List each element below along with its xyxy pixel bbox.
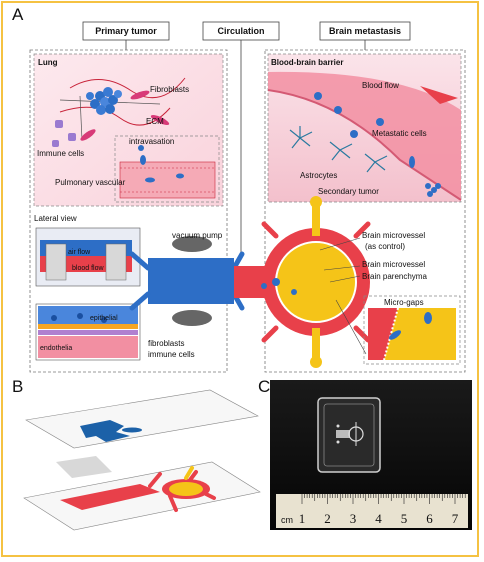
label-as-control: (as control) (365, 242, 405, 251)
ruler-tick-label: 7 (452, 511, 459, 526)
header-primary-tumor: Primary tumor (95, 26, 157, 36)
label-secondary-tumor: Secondary tumor (318, 187, 379, 196)
bbb-inset: Blood-brain barrier Blood flow Metastati… (267, 53, 462, 203)
label-pulmonary-vascular: Pulmonary vascular (55, 178, 126, 187)
lateral-view-cross-section: epithelial endothelia (35, 303, 141, 361)
label-fibroblasts: Fibroblasts (150, 85, 189, 94)
exploded-chip-layers (23, 389, 261, 531)
header-brain-metastasis: Brain metastasis (329, 26, 401, 36)
label-metastatic-cells: Metastatic cells (372, 129, 427, 138)
primary-tumor-box (29, 49, 228, 373)
label-lateral-immune: immune cells (148, 350, 195, 359)
label-brain-parenchyma: Brain parenchyma (362, 272, 427, 281)
ruler-tick-label: 3 (350, 511, 357, 526)
vacuum-chamber-top (172, 236, 212, 252)
ruler-unit: cm (281, 515, 293, 525)
brain-metastasis-box (264, 49, 466, 373)
bbb-title: Blood-brain barrier (271, 58, 343, 67)
lateral-view-3d: air flow blood flow (35, 227, 141, 287)
panel-label-b: B (12, 377, 23, 396)
label-brain-microvessel: Brain microvessel (362, 260, 425, 269)
micro-gaps-inset: Micro-gaps (363, 295, 461, 365)
panel-label-a: A (12, 5, 24, 24)
label-vacuum-pump: vacuum pump (172, 231, 223, 240)
ruler-ticks: 1 2 3 4 5 6 7 (299, 494, 466, 526)
label-ecm: ECM (146, 117, 164, 126)
label-blood-flow-lateral: blood flow (72, 265, 104, 272)
chip-schematic (129, 196, 371, 368)
tumor-cluster (86, 87, 122, 115)
label-micro-gaps: Micro-gaps (384, 298, 424, 307)
label-astrocytes: Astrocytes (300, 171, 337, 180)
label-epithelial: epithelial (90, 315, 118, 322)
label-immune-cells: Immune cells (37, 149, 84, 158)
lung-inset: Lung Fibroblasts ECM Immune cells (33, 53, 224, 207)
lateral-view-title: Lateral view (34, 214, 77, 223)
brain-parenchyma-chamber (275, 241, 357, 323)
label-endothelia: endothelia (40, 345, 72, 352)
ruler-tick-label: 5 (401, 511, 408, 526)
panel-label-c: C (258, 377, 270, 396)
ruler-tick-label: 1 (299, 511, 306, 526)
lung-chamber (148, 258, 234, 304)
vacuum-chamber-bottom (172, 310, 212, 326)
ruler (276, 494, 468, 528)
ruler-tick-label: 6 (426, 511, 433, 526)
label-lateral-fibroblasts: fibroblasts (148, 339, 184, 348)
device-photo (270, 380, 472, 530)
label-intravasation: intravasation (129, 137, 174, 146)
lung-title: Lung (38, 58, 58, 67)
ruler-tick-label: 4 (375, 511, 382, 526)
label-blood-flow: Blood flow (362, 81, 399, 90)
label-brain-microvessel-control: Brain microvessel (362, 231, 425, 240)
ruler-tick-label: 2 (324, 511, 331, 526)
header-circulation: Circulation (217, 26, 264, 36)
label-air-flow: air flow (68, 249, 91, 256)
